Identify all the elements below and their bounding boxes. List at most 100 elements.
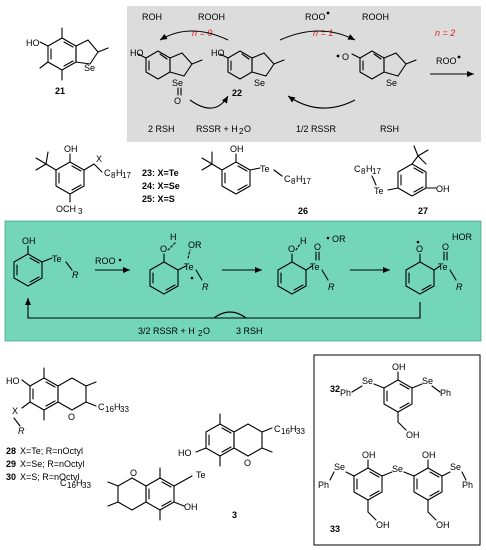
svg-text:8: 8 — [291, 177, 296, 186]
oh-label: OH — [230, 144, 244, 154]
svg-text:3: 3 — [78, 207, 83, 216]
n1-label: n = 1 — [313, 28, 333, 38]
svg-text:H: H — [76, 478, 83, 488]
ho-label: HO — [211, 48, 225, 58]
compound-29-label: 29 — [6, 459, 16, 469]
oh-label: OH — [392, 362, 406, 372]
se-label: Se — [422, 376, 433, 386]
radical-dot — [118, 258, 122, 262]
svg-text:H: H — [116, 168, 123, 178]
oh-label: OH — [436, 184, 450, 194]
oh-label: OH — [406, 430, 420, 440]
r-label: R — [18, 426, 25, 436]
ph-label: Ph — [318, 480, 329, 490]
rssr-h2o-label: RSSR + H — [196, 124, 238, 134]
compound-33: OH OH Se Se Ph Se Ph OH OH 33 — [318, 450, 473, 534]
rooh-label-2: ROOH — [362, 12, 389, 22]
teal-panel-content: OH Te R ROO O H OR Te R O H — [13, 232, 473, 338]
compound-21-label: 21 — [55, 86, 65, 96]
ho-label: HO — [26, 38, 40, 48]
se-label: Se — [362, 376, 373, 386]
oh-label: OH — [422, 450, 436, 460]
svg-text:H: H — [114, 402, 121, 412]
oh-label: OH — [376, 520, 390, 530]
svg-text:16: 16 — [281, 427, 290, 436]
teal-bottom-left: 3/2 RSSR + H — [138, 326, 195, 336]
roh-label: ROH — [142, 12, 162, 22]
n0-label: n = 0 — [192, 28, 212, 38]
ho-label: HO — [130, 48, 144, 58]
compound-23-25: OH X C 8 H 17 OCH 3 23: X=Te 24: X=Se 25… — [35, 144, 180, 216]
compound-22-label: 22 — [232, 88, 242, 98]
svg-text:8: 8 — [111, 171, 116, 180]
radical-dot — [336, 54, 340, 58]
te-label: Te — [374, 186, 384, 196]
ph-label: Ph — [440, 388, 451, 398]
o-label: O — [130, 468, 137, 478]
svg-text:8: 8 — [361, 167, 366, 176]
gray-panel-content: ROH ROOH ROO ROOH n = 0 n = 1 n = 2 HO S… — [130, 11, 474, 136]
teal-bottom-right: 3 RSH — [236, 326, 263, 336]
se-label: Se — [172, 78, 183, 88]
o-label: O — [244, 458, 251, 468]
te-label: Te — [438, 262, 448, 272]
oh-label: OH — [22, 236, 36, 246]
legend-29: X=Se; R=nOctyl — [20, 459, 85, 469]
rsh-2-label: 2 RSH — [148, 124, 175, 134]
oh-label: OH — [184, 502, 198, 512]
c16h33-label: C — [98, 402, 105, 412]
r-label: R — [456, 282, 463, 292]
c16h33-label: C — [274, 424, 281, 434]
r-label: R — [328, 282, 335, 292]
compound-33-label: 33 — [330, 524, 340, 534]
compound-3: HO O C 16 H 33 Te OH O C 16 H 33 3 — [60, 413, 305, 521]
teal-hor-label: HOR — [452, 232, 473, 242]
se-label: Se — [450, 462, 461, 472]
roo-radical-label-1: ROO — [305, 12, 326, 22]
roo-radical-label-2: ROO — [436, 56, 457, 66]
legend-28: X=Te; R=nOctyl — [20, 446, 83, 456]
svg-text:17: 17 — [372, 167, 381, 176]
svg-text:33: 33 — [120, 405, 129, 414]
teal-roo-label: ROO — [95, 256, 116, 266]
svg-text:16: 16 — [67, 481, 76, 490]
och3-label: OCH — [56, 204, 76, 214]
svg-text:17: 17 — [302, 177, 311, 186]
x-label: X — [96, 154, 102, 164]
svg-text:17: 17 — [122, 171, 131, 180]
te-label: Te — [310, 262, 320, 272]
te-label: Te — [196, 470, 206, 480]
radical-dot — [326, 11, 330, 15]
h-label: H — [300, 236, 307, 246]
arrow-teal-return — [25, 298, 421, 319]
compound-27: OH Te C 8 H 17 27 — [354, 145, 450, 216]
o-label: O — [174, 96, 181, 106]
r-label: R — [72, 270, 79, 280]
compound-21: HO Se 21 — [26, 27, 109, 96]
compound-26-label: 26 — [298, 206, 308, 216]
ph-label: Ph — [462, 480, 473, 490]
oh-label: OH — [362, 450, 376, 460]
c8h17-label: C — [104, 168, 111, 178]
rsh-label: RSH — [380, 124, 399, 134]
te-label: Te — [52, 254, 62, 264]
gray-panel — [127, 6, 481, 142]
legend-25: 25: X=S — [142, 194, 175, 204]
o-label: O — [442, 242, 449, 252]
compound-28-30: HO X R O C 16 H 33 28 X=Te; R=nOctyl 29 … — [6, 367, 129, 482]
ph-label: Ph — [340, 388, 351, 398]
arrow-reduce-right — [287, 95, 356, 109]
x-label: X — [12, 406, 18, 416]
or-label: OR — [188, 240, 202, 250]
se-label: Se — [84, 63, 95, 73]
c8h17-label: C — [284, 174, 291, 184]
compound-28-label: 28 — [6, 446, 16, 456]
legend-30: X=S; R=nOctyl — [20, 472, 80, 482]
teal-bottom-left-o: O — [203, 326, 210, 336]
svg-text:16: 16 — [105, 405, 114, 414]
o-label: O — [288, 244, 295, 254]
te-label: Te — [260, 164, 270, 174]
compound-27-label: 27 — [418, 206, 428, 216]
svg-text:33: 33 — [82, 481, 91, 490]
